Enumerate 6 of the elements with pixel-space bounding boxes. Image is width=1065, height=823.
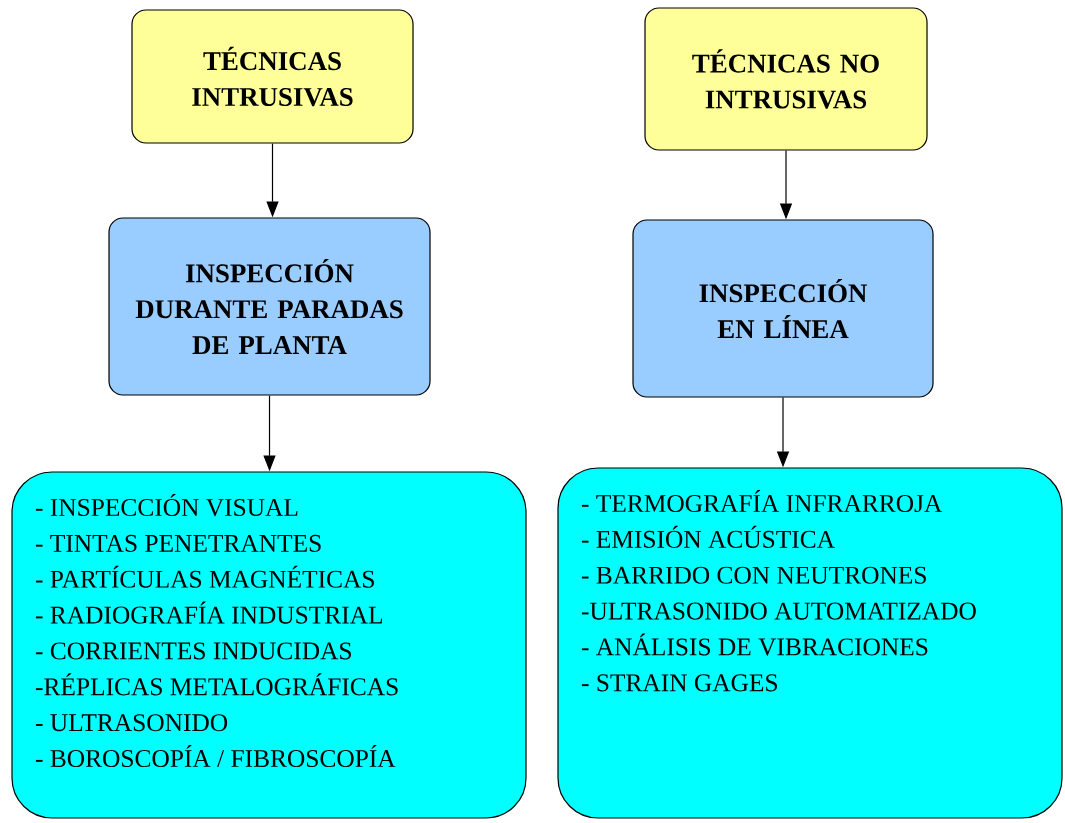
- heading-box: TÉCNICAS NO INTRUSIVAS: [644, 7, 928, 151]
- heading-box: INSPECCIÓN EN LÍNEA: [632, 219, 934, 398]
- heading-box: TÉCNICAS INTRUSIVAS: [131, 9, 414, 144]
- list-box: - TERMOGRAFÍA INFRARROJA - EMISIÓN ACÚSTICA - BARRIDO CON NEUTRONES -ULTRASONIDO AUTOMATIZADO - ANÁLISIS DE VIBRACIONES - STRAIN GAGES: [557, 467, 1063, 819]
- list-box: - INSPECCIÓN VISUAL - TINTAS PENETRANTES - PARTÍCULAS MAGNÉTICAS - RADIOGRAFÍA INDUSTRIAL - CORRIENTES INDUCIDAS -RÉPLICAS METALOGRÁFICAS - ULTRASONIDO - BOROSCOPÍA / FIBROSCOPÍA: [11, 471, 527, 819]
- heading-box: INSPECCIÓN DURANTE PARADAS DE PLANTA: [108, 217, 431, 396]
